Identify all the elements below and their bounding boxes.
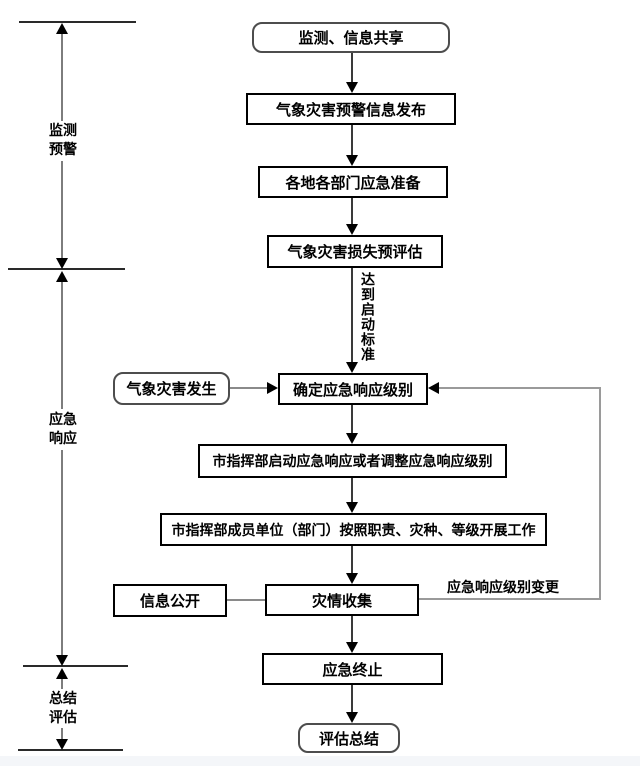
arrow-down-icon <box>346 573 358 584</box>
connector-line <box>230 387 268 389</box>
arrow-down-icon <box>346 362 358 373</box>
phase-label-monitoring-line2: 预警 <box>49 141 77 157</box>
connector-line <box>227 599 265 601</box>
node-info-disclosure: 信息公开 <box>113 584 227 617</box>
arrow-up-icon <box>56 23 68 34</box>
node-disaster-occurs: 气象灾害发生 <box>113 372 230 405</box>
phase-divider-mid1 <box>8 268 125 270</box>
node-members-work: 市指挥部成员单位（部门）按照职责、灾种、等级开展工作 <box>160 513 547 546</box>
arrow-down-icon <box>56 739 68 750</box>
phase-rail-line <box>61 161 63 259</box>
connector-line <box>351 125 353 156</box>
node-evaluation-summary-label: 评估总结 <box>318 730 379 748</box>
arrow-down-icon <box>346 712 358 723</box>
arrow-down-icon <box>56 655 68 666</box>
connector-line <box>351 616 353 643</box>
phase-rail-line <box>61 282 63 409</box>
phase-label-evaluation: 总结 评估 <box>40 689 86 727</box>
phase-label-evaluation-line1: 总结 <box>49 690 77 706</box>
arrow-down-icon <box>346 502 358 513</box>
arrow-down-icon <box>346 433 358 444</box>
node-response-end-label: 应急终止 <box>322 661 383 679</box>
phase-rail-line <box>61 33 63 121</box>
node-start-response: 市指挥部启动应急响应或者调整应急响应级别 <box>198 444 507 478</box>
node-monitor-share-label: 监测、信息共享 <box>298 30 404 47</box>
phase-divider-mid2 <box>23 665 128 667</box>
node-info-disclosure-label: 信息公开 <box>139 593 200 610</box>
phase-label-monitoring-line1: 监测 <box>49 122 77 138</box>
connector-line <box>351 478 353 503</box>
phase-label-response-line2: 响应 <box>49 430 77 446</box>
phase-label-response-line1: 应急 <box>49 411 77 427</box>
connector-line <box>351 405 353 434</box>
arrow-down-icon <box>346 642 358 653</box>
arrow-up-icon <box>56 668 68 679</box>
phase-label-monitoring: 监测 预警 <box>40 121 86 159</box>
connector-line <box>351 685 353 713</box>
phase-rail-line <box>61 450 63 655</box>
node-disaster-occurs-label: 气象灾害发生 <box>126 381 217 398</box>
node-evaluation-summary: 评估总结 <box>298 723 400 753</box>
node-determine-level: 确定应急响应级别 <box>278 373 428 405</box>
node-monitor-share: 监测、信息共享 <box>252 22 450 53</box>
arrow-left-icon <box>428 382 439 394</box>
connector-line <box>351 53 353 84</box>
phase-label-response: 应急 响应 <box>40 410 86 448</box>
node-determine-level-label: 确定应急响应级别 <box>292 381 413 399</box>
node-warning-release: 气象灾害预警信息发布 <box>246 93 456 125</box>
arrow-down-icon <box>346 155 358 166</box>
phase-label-evaluation-line2: 评估 <box>49 709 77 725</box>
loop-line-bottom <box>419 598 601 600</box>
arrow-down-icon <box>56 258 68 269</box>
phase-rail-line <box>61 728 63 739</box>
arrow-up-icon <box>56 271 68 282</box>
arrow-right-icon <box>267 382 278 394</box>
loop-line-top <box>438 387 601 389</box>
node-warning-release-label: 气象灾害预警信息发布 <box>275 101 426 119</box>
node-members-work-label: 市指挥部成员单位（部门）按照职责、灾种、等级开展工作 <box>171 521 536 538</box>
connector-line <box>351 546 353 574</box>
node-start-response-label: 市指挥部启动应急响应或者调整应急响应级别 <box>212 453 493 469</box>
node-emergency-prep-label: 各地各部门应急准备 <box>285 174 421 192</box>
node-disaster-collection: 灾情收集 <box>265 584 419 616</box>
node-emergency-prep: 各地各部门应急准备 <box>258 166 448 198</box>
phase-rail-line <box>61 679 63 689</box>
phase-divider-top <box>19 21 136 23</box>
connector-line <box>351 268 353 363</box>
node-response-end: 应急终止 <box>262 653 443 685</box>
bottom-strip <box>0 756 640 766</box>
arrow-down-icon <box>346 224 358 235</box>
node-loss-assessment: 气象灾害损失预评估 <box>267 235 443 268</box>
edge-label-level-change: 应急响应级别变更 <box>447 579 559 595</box>
edge-label-reach-threshold: 达到启动标准 <box>359 272 377 368</box>
node-disaster-collection-label: 灾情收集 <box>311 592 372 610</box>
connector-line <box>351 198 353 225</box>
node-loss-assessment-label: 气象灾害损失预评估 <box>287 244 423 261</box>
loop-line-vertical <box>599 388 601 600</box>
phase-divider-bottom <box>18 749 123 751</box>
arrow-down-icon <box>346 82 358 93</box>
